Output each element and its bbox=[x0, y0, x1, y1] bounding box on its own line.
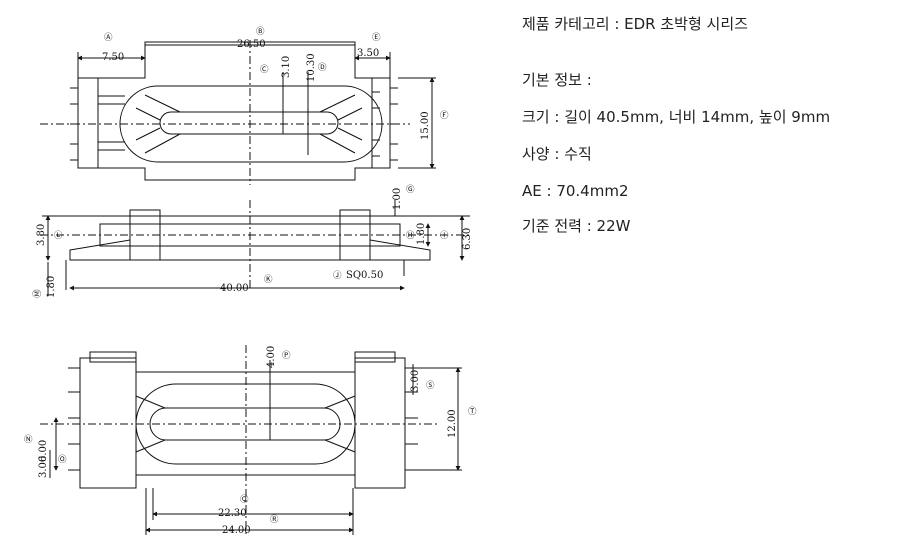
dim-sq0-50: SQ0.50 bbox=[346, 270, 383, 281]
marker-m: Ⓜ bbox=[33, 289, 43, 298]
dim-3-00-left: 3.00 bbox=[38, 456, 49, 478]
dim-3-10: 3.10 bbox=[281, 56, 292, 78]
dim-1-80-bottom: 1.80 bbox=[46, 276, 57, 298]
dim-6-00: 6.00 bbox=[38, 440, 49, 462]
bottom-view bbox=[40, 345, 462, 535]
marker-j: Ⓙ bbox=[333, 271, 342, 281]
marker-k: Ⓚ bbox=[264, 275, 273, 285]
marker-r: Ⓡ bbox=[270, 515, 279, 525]
dim-4-00: 4.00 bbox=[266, 346, 277, 368]
spec-power: 기준 전력 : 22W bbox=[522, 217, 631, 235]
spec-size: 크기 : 길이 40.5mm, 너비 14mm, 높이 9mm bbox=[522, 108, 831, 126]
dim-1-00: 1.00 bbox=[392, 188, 403, 210]
dim-24-00: 24.00 bbox=[222, 525, 251, 536]
dim-12-00: 12.00 bbox=[447, 409, 458, 438]
marker-n: Ⓝ bbox=[24, 435, 33, 445]
dim-3-80: 3.80 bbox=[36, 224, 47, 246]
marker-o: Ⓞ bbox=[58, 455, 67, 465]
dim-26-50: 26.50 bbox=[237, 39, 266, 50]
dim-10-30: 10.30 bbox=[306, 53, 317, 82]
dim-22-30: 22.30 bbox=[218, 508, 247, 519]
marker-d: Ⓓ bbox=[318, 63, 327, 73]
spec-category: 제품 카테고리 : EDR 초박형 시리즈 bbox=[522, 15, 748, 33]
marker-e: Ⓔ bbox=[372, 33, 381, 43]
dim-3-50: 3.50 bbox=[357, 48, 379, 59]
marker-g: Ⓖ bbox=[406, 185, 415, 195]
spec-basic-info: 기본 정보 : bbox=[522, 71, 592, 89]
dim-15-00: 15.00 bbox=[420, 111, 431, 140]
spec-ae: AE : 70.4mm2 bbox=[522, 182, 629, 200]
marker-f: Ⓕ bbox=[440, 111, 449, 121]
spec-type: 사양 : 수직 bbox=[522, 145, 592, 163]
dim-40-00: 40.00 bbox=[220, 283, 249, 294]
marker-c: Ⓒ bbox=[260, 65, 269, 75]
marker-t: Ⓣ bbox=[468, 407, 477, 417]
side-view bbox=[40, 200, 470, 296]
marker-p: Ⓟ bbox=[282, 351, 291, 361]
technical-drawing: Ⓐ 7.50 Ⓑ 26.50 Ⓔ 3.50 Ⓒ 3.10 10.30 Ⓓ 15.… bbox=[24, 27, 477, 536]
marker-b: Ⓑ bbox=[256, 27, 265, 37]
dim-6-30: 6.30 bbox=[462, 228, 473, 250]
dim-1-80-side: 1.80 bbox=[416, 223, 427, 245]
marker-a: Ⓐ bbox=[104, 33, 113, 43]
dim-3-00-right: 3.00 bbox=[410, 370, 421, 392]
marker-i: Ⓘ bbox=[440, 231, 449, 241]
dim-7-50: 7.50 bbox=[102, 52, 124, 63]
top-view bbox=[40, 40, 436, 185]
marker-s: Ⓢ bbox=[426, 381, 435, 391]
marker-h: Ⓗ bbox=[406, 231, 415, 241]
marker-q: Ⓠ bbox=[240, 495, 249, 505]
marker-l: Ⓛ bbox=[54, 231, 63, 241]
